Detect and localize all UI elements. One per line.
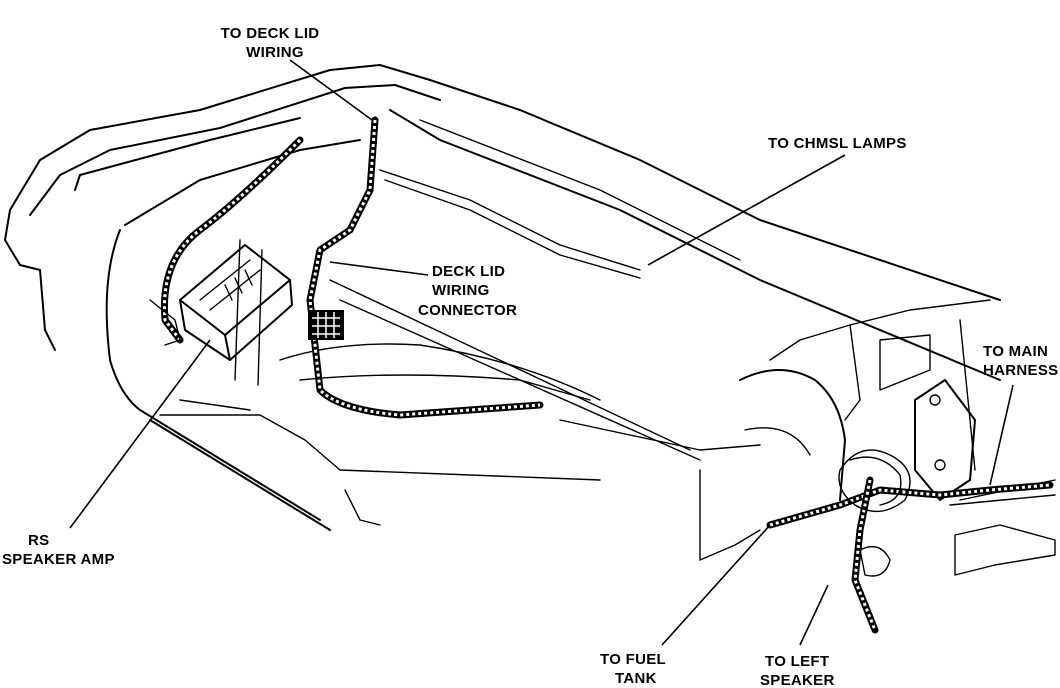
label-deck-lid-connector-line3: CONNECTOR: [418, 302, 517, 319]
label-deck-lid-connector-line2: WIRING: [432, 282, 490, 299]
label-main-harness-line2: HARNESS: [983, 362, 1058, 379]
label-left-speaker: TO LEFT SPEAKER: [760, 653, 835, 688]
label-left-speaker-line1: TO LEFT: [765, 653, 829, 670]
label-fuel-tank: TO FUEL TANK: [600, 651, 666, 687]
car-body-outline: [4, 64, 1001, 531]
label-chmsl-lamps: TO CHMSL LAMPS: [768, 135, 907, 152]
label-deck-lid-connector-line1: DECK LID: [432, 263, 505, 280]
label-deck-lid-connector: DECK LID WIRING CONNECTOR: [418, 263, 517, 319]
label-deck-lid-wiring-line2: WIRING: [246, 44, 304, 61]
leader-lines: [69, 59, 1014, 646]
wiring-harness: [160, 116, 1054, 634]
label-left-speaker-line2: SPEAKER: [760, 672, 835, 688]
label-fuel-tank-line1: TO FUEL: [600, 651, 666, 668]
label-fuel-tank-line2: TANK: [615, 670, 657, 687]
label-rs-speaker-amp-line1: RS: [28, 532, 49, 549]
label-main-harness: TO MAIN HARNESS: [983, 343, 1058, 379]
deck-lid-connector: [308, 310, 344, 340]
wheelhouse-outline: [699, 299, 1056, 576]
label-rs-speaker-amp: RS SPEAKER AMP: [2, 532, 115, 568]
label-deck-lid-wiring-line1: TO DECK LID: [221, 25, 320, 42]
speaker-amp: [149, 244, 293, 361]
label-main-harness-line1: TO MAIN: [983, 343, 1048, 360]
label-deck-lid-wiring: TO DECK LID WIRING: [221, 25, 320, 61]
label-rs-speaker-amp-line2: SPEAKER AMP: [2, 551, 115, 568]
